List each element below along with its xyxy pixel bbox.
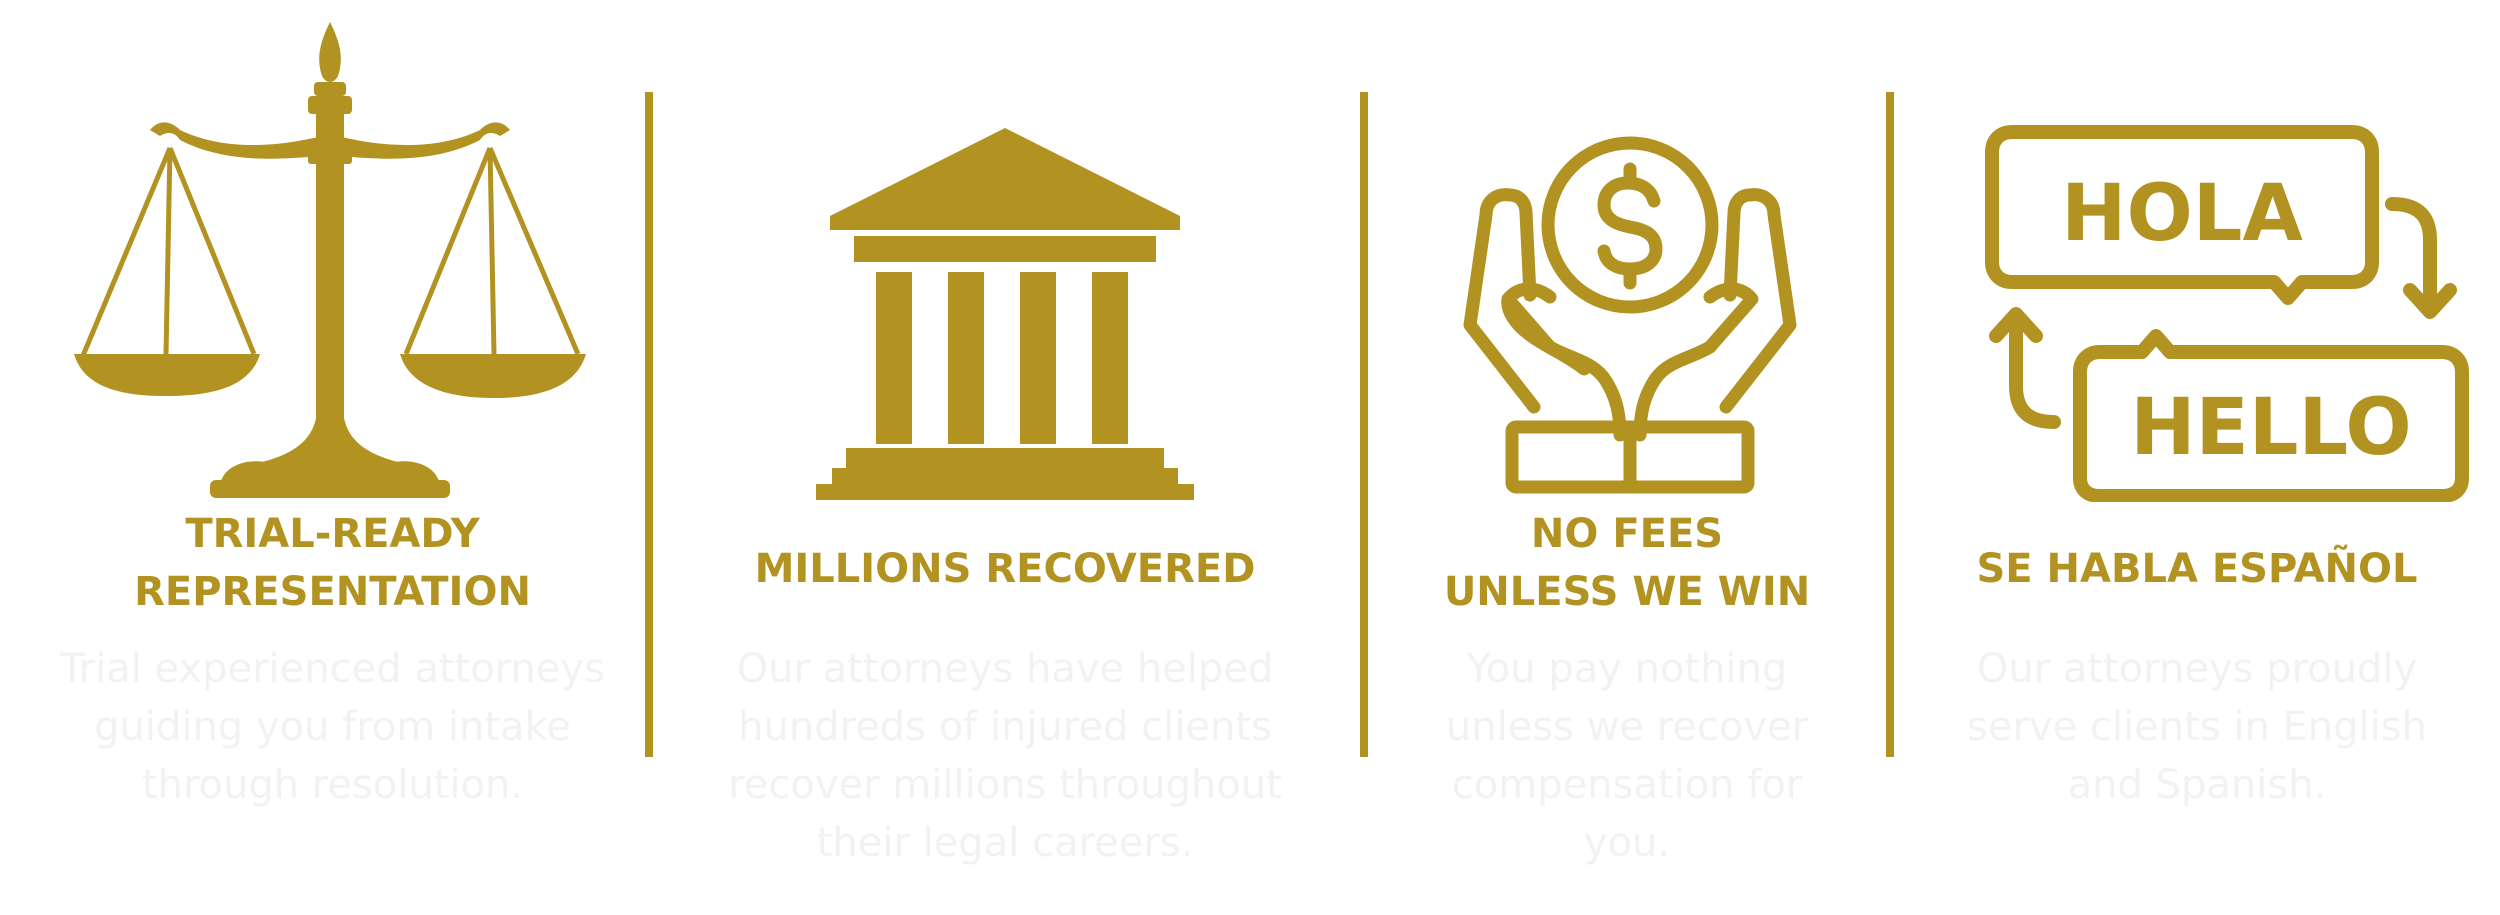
desc-line: Our attorneys have helped — [736, 646, 1274, 692]
desc-line: their legal careers. — [816, 820, 1194, 866]
feature-title: MILLIONS RECOVERED — [650, 540, 1360, 598]
feature-title: NO FEES UNLESS WE WIN — [1368, 505, 1886, 621]
desc-line: hundreds of injured clients — [738, 704, 1272, 750]
feature-description: Our attorneys proudly serve clients in E… — [1894, 640, 2500, 814]
desc-line: and Spanish. — [2067, 762, 2327, 808]
title-line: SE HABLA ESPAÑOL — [1976, 546, 2418, 592]
hands-holding-coin-icon — [1463, 136, 1797, 494]
courthouse-icon — [816, 128, 1194, 500]
desc-line: recover millions throughout — [728, 762, 1282, 808]
desc-line: compensation for — [1451, 762, 1803, 808]
scales-of-justice-icon — [74, 22, 586, 498]
feature-description: You pay nothing unless we recover compen… — [1368, 640, 1886, 872]
divider-1 — [645, 92, 653, 757]
feature-description: Our attorneys have helped hundreds of in… — [650, 640, 1360, 872]
title-line: MILLIONS RECOVERED — [754, 546, 1256, 592]
divider-3 — [1886, 92, 1894, 757]
desc-line: unless we recover — [1445, 704, 1809, 750]
desc-line: Our attorneys proudly — [1976, 646, 2418, 692]
feature-title: TRIAL-READY REPRESENTATION — [0, 505, 665, 621]
title-line: REPRESENTATION — [134, 569, 531, 615]
desc-line: through resolution. — [141, 762, 524, 808]
desc-line: guiding you from intake — [94, 704, 571, 750]
title-line: UNLESS WE WIN — [1443, 569, 1811, 615]
feature-title: SE HABLA ESPAÑOL — [1894, 540, 2500, 598]
desc-line: you. — [1583, 820, 1671, 866]
hola-label: HOLA — [2061, 169, 2303, 259]
hola-hello-translation-icon: HOLA HELLO — [1985, 125, 2469, 502]
desc-line: Trial experienced attorneys — [60, 646, 605, 692]
title-line: TRIAL-READY — [185, 511, 480, 557]
feature-description: Trial experienced attorneys guiding you … — [0, 640, 665, 814]
desc-line: serve clients in English — [1967, 704, 2427, 750]
title-line: NO FEES — [1530, 511, 1724, 557]
desc-line: You pay nothing — [1466, 646, 1788, 692]
divider-2 — [1360, 92, 1368, 757]
hello-label: HELLO — [2130, 383, 2412, 473]
